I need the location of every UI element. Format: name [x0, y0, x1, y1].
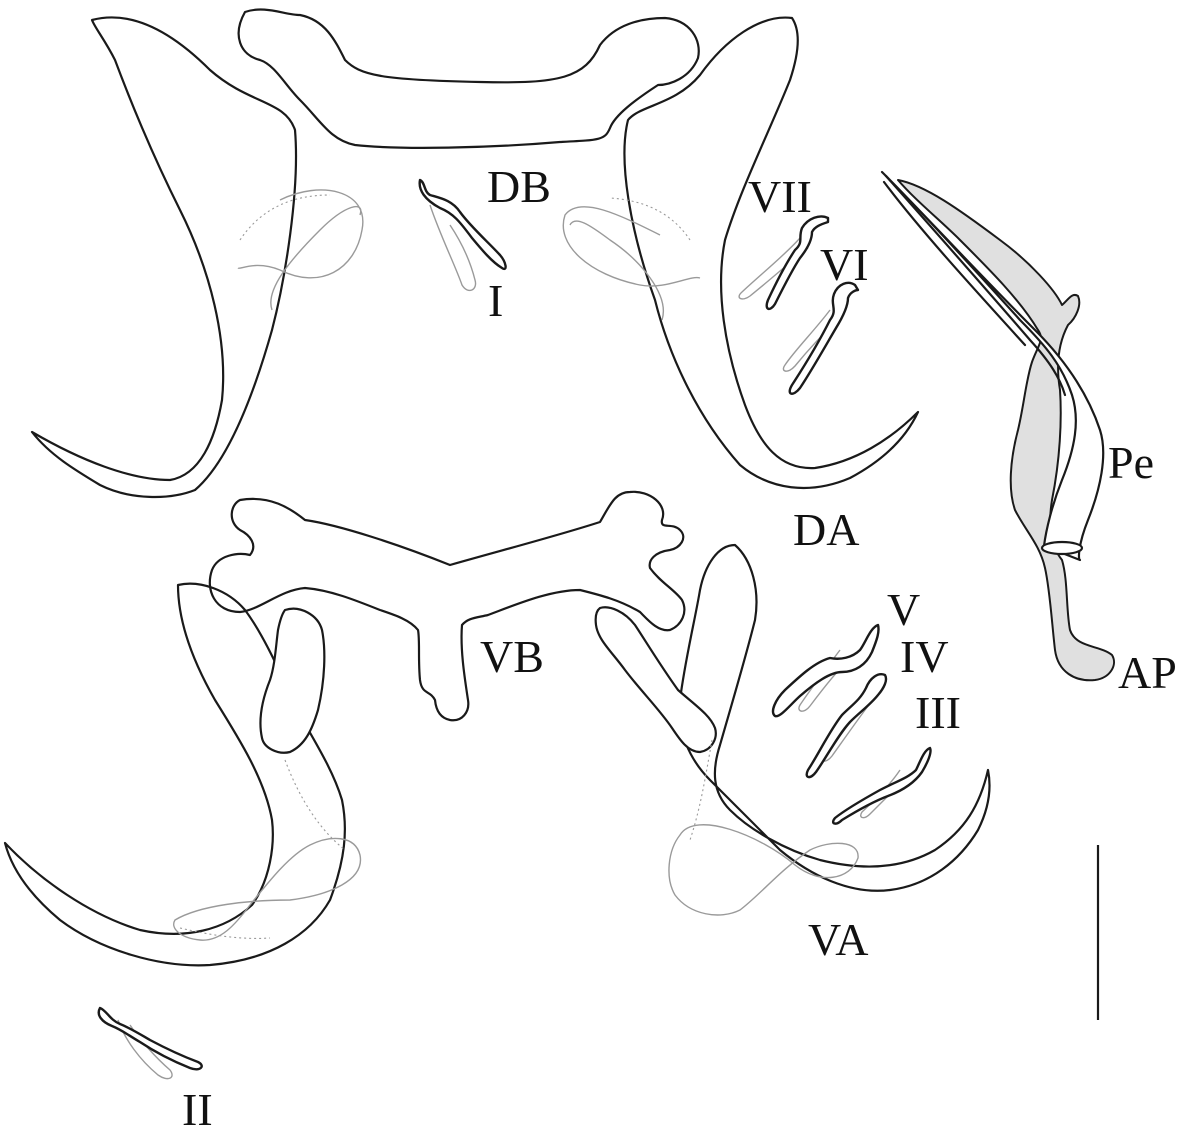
right-dorsal-anchor: [623, 16, 920, 490]
penis: [880, 170, 1105, 562]
left-ventral-anchor-dotted-2: [179, 927, 271, 939]
left-ventral-anchor-root: [259, 607, 326, 754]
label-ventral-bar: VB: [480, 631, 544, 682]
label-hook-7: VII: [748, 171, 812, 222]
right-ventral-anchor-guard: [668, 824, 859, 916]
left-dorsal-anchor-dotted: [239, 194, 331, 241]
label-hook-1: I: [488, 275, 503, 326]
accessory-piece: [897, 179, 1115, 682]
left-ventral-anchor-guard: [173, 837, 362, 941]
label-dorsal-bar: DB: [487, 161, 551, 212]
label-penis: Pe: [1108, 437, 1154, 488]
ventral-bar: [208, 490, 686, 722]
penis-inner-line-1: [884, 174, 1067, 397]
hook-1: [418, 178, 507, 292]
label-hook-5: V: [887, 584, 920, 635]
label-hook-3: III: [915, 687, 961, 738]
hook-6: [782, 281, 860, 395]
label-dorsal-anchor: DA: [793, 504, 859, 555]
right-dorsal-anchor-root: [562, 206, 701, 287]
right-dorsal-anchor-dotted: [609, 197, 691, 241]
left-dorsal-anchor: [30, 16, 298, 499]
hook-3: [831, 746, 932, 825]
label-hook-2: II: [182, 1084, 213, 1132]
right-dorsal-anchor-root-2: [569, 220, 664, 321]
hook-5: [771, 623, 880, 718]
left-ventral-anchor-dotted: [284, 759, 346, 851]
hook-7: [738, 215, 830, 311]
left-dorsal-anchor-root-2: [270, 205, 362, 311]
dorsal-bar: [237, 8, 700, 149]
right-ventral-anchor-root: [594, 606, 717, 754]
label-accessory-piece: AP: [1118, 647, 1177, 698]
hook-4: [805, 673, 888, 779]
label-hook-4: IV: [900, 631, 949, 682]
penis-base-ring: [1040, 540, 1084, 556]
label-hook-6: VI: [820, 239, 869, 290]
hook-2: [97, 1006, 203, 1080]
left-dorsal-anchor-root: [237, 189, 364, 279]
label-ventral-anchor: VA: [808, 914, 869, 965]
penis-inner-line-2: [882, 180, 1027, 347]
